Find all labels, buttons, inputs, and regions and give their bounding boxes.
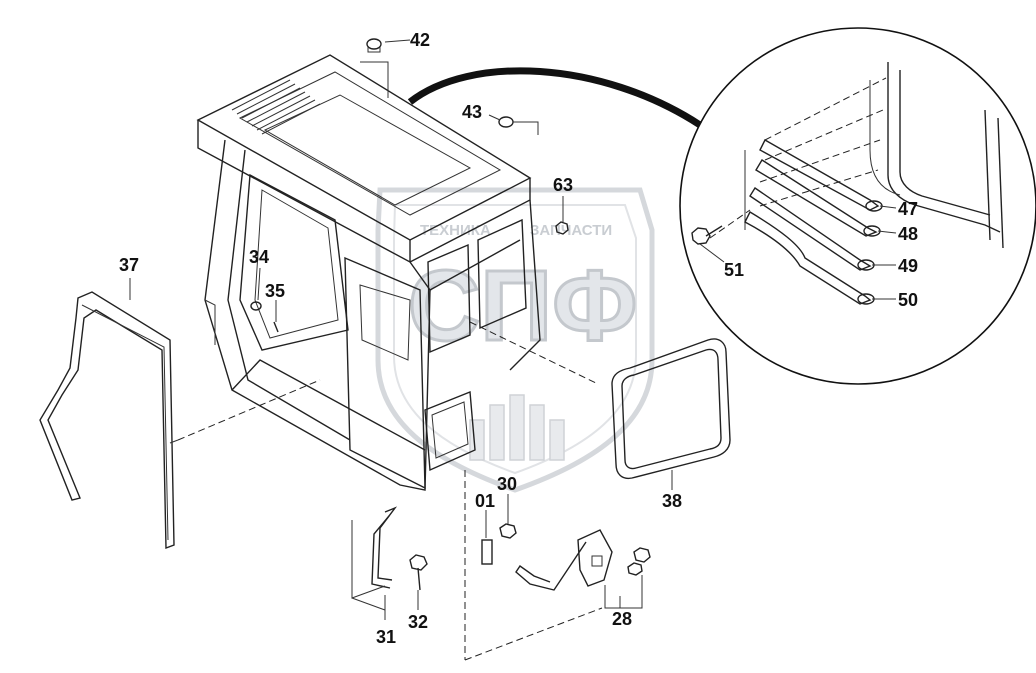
part-34-screw	[250, 267, 262, 311]
label-47: 47	[898, 199, 918, 219]
part-31-handle	[351, 506, 398, 620]
label-42: 42	[410, 30, 430, 50]
part-01-latch	[464, 470, 493, 660]
bolt-51	[691, 209, 751, 245]
watermark-text-left: ТЕХНИКА	[420, 222, 491, 239]
label-35: 35	[265, 281, 285, 301]
label-30: 30	[497, 474, 517, 494]
label-43: 43	[462, 102, 482, 122]
label-49: 49	[898, 256, 918, 276]
part-37-seal	[39, 291, 175, 550]
part-42-cap	[360, 38, 411, 98]
part-28-lock	[464, 529, 651, 661]
watermark-text-right: ЗАПЧАСТИ	[530, 222, 612, 239]
pad-48	[755, 159, 881, 237]
detail-circle	[679, 27, 1036, 385]
part-63-bolt	[555, 196, 569, 235]
label-51: 51	[724, 260, 744, 280]
label-31: 31	[376, 627, 396, 647]
label-38: 38	[662, 491, 682, 511]
label-48: 48	[898, 224, 918, 244]
label-34: 34	[249, 247, 269, 267]
part-38-seal	[469, 321, 731, 480]
label-50: 50	[898, 290, 918, 310]
part-35-screw	[273, 300, 279, 333]
label-63: 63	[553, 175, 573, 195]
pad-47	[759, 139, 883, 212]
label-01: 01	[475, 491, 495, 511]
label-37: 37	[119, 255, 139, 275]
part-43-cap	[488, 114, 539, 135]
part-30-bolt	[499, 523, 517, 539]
part-32-bolt	[409, 554, 428, 591]
detail-connector-arc	[407, 67, 702, 128]
label-32: 32	[408, 612, 428, 632]
label-28: 28	[612, 609, 632, 629]
watermark-logo: СПФ	[408, 250, 637, 362]
cab-frame	[196, 54, 541, 491]
